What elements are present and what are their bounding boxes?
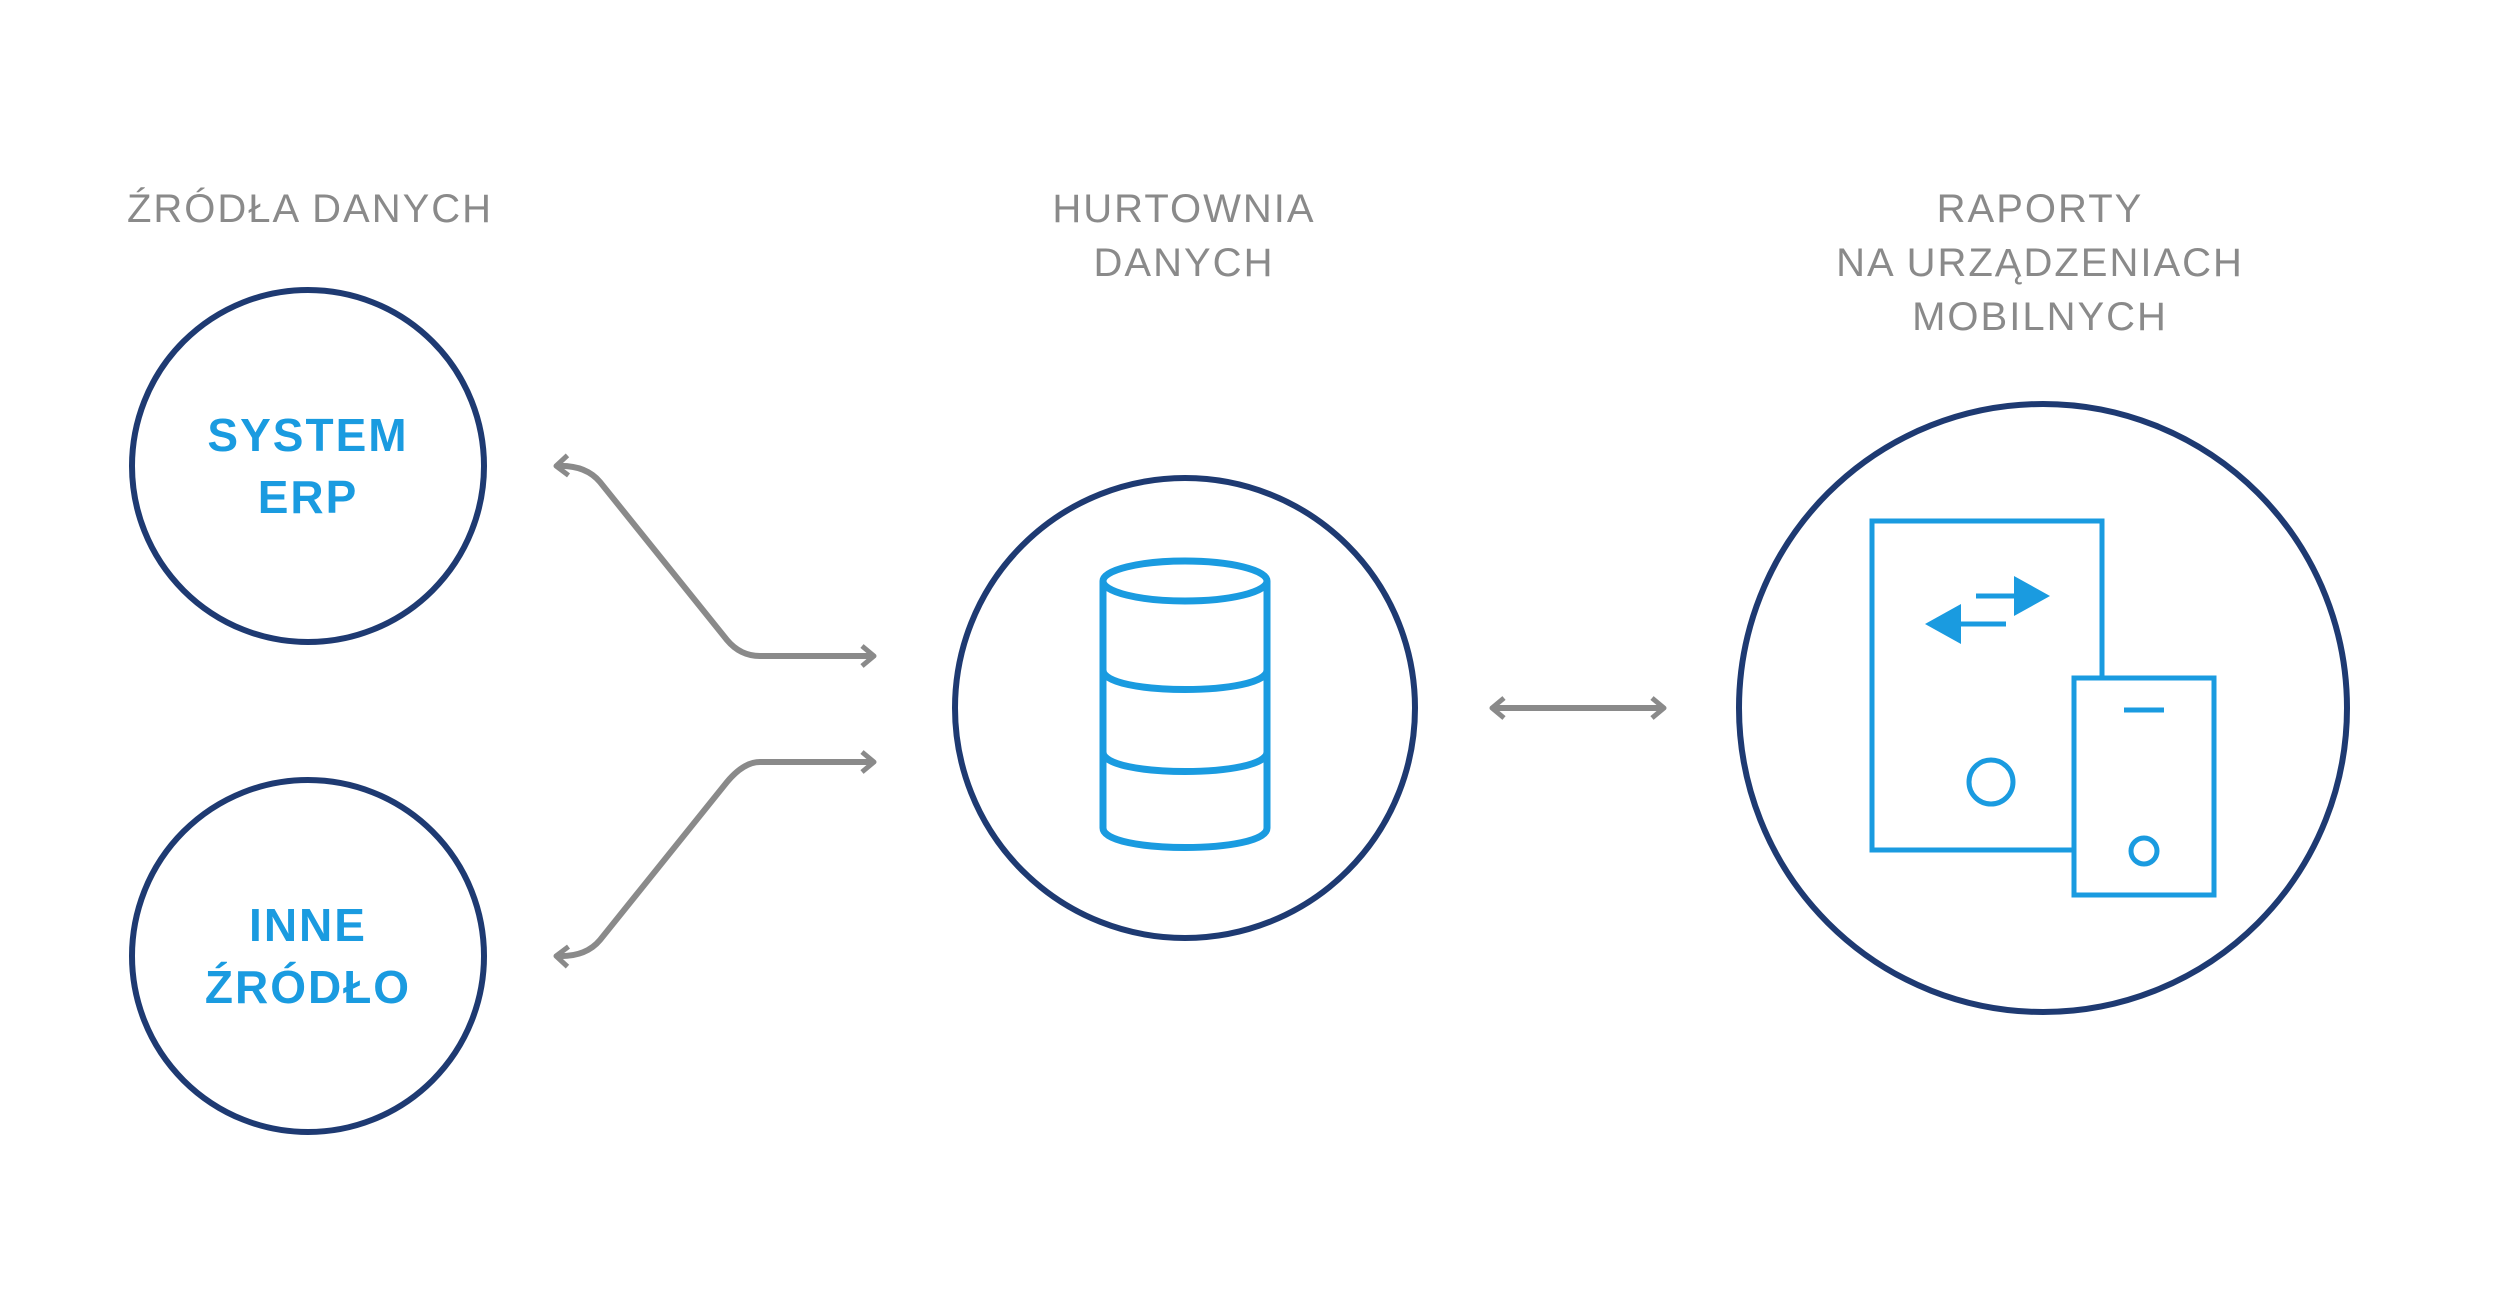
tablet-home-button xyxy=(1966,757,2016,807)
node-label-line: ERP xyxy=(257,471,359,523)
reports-circle xyxy=(1736,401,2350,1015)
label-other-source: INNE ŹRÓDŁO xyxy=(158,894,458,1018)
phone-icon xyxy=(2071,675,2217,898)
heading-line: MOBILNYCH xyxy=(1912,295,2168,339)
heading-data-sources: ŹRÓDŁA DANYCH xyxy=(80,182,540,236)
node-label-line: ŹRÓDŁO xyxy=(204,961,412,1013)
heading-line: ŹRÓDŁA DANYCH xyxy=(126,187,494,231)
node-label-line: INNE xyxy=(249,899,367,951)
heading-line: RAPORTY xyxy=(1936,187,2144,231)
heading-line: HURTOWNIA xyxy=(1052,187,1316,231)
database-icon xyxy=(1099,557,1271,851)
label-system-erp: SYSTEM ERP xyxy=(158,404,458,528)
heading-mobile-reports: RAPORTY NA URZĄDZENIACH MOBILNYCH xyxy=(1770,182,2310,344)
sync-arrows-icon xyxy=(1925,576,2050,644)
other-source-circle xyxy=(129,777,487,1135)
heading-data-warehouse: HURTOWNIA DANYCH xyxy=(934,182,1434,290)
arrow-other-warehouse xyxy=(553,750,877,969)
tablet-icon xyxy=(1869,518,2105,853)
node-label-line: SYSTEM xyxy=(207,409,409,461)
tablet-phone-sync-icon xyxy=(1869,518,2217,898)
heading-line: NA URZĄDZENIACH xyxy=(1836,241,2244,285)
erp-circle xyxy=(129,287,487,645)
phone-home-button xyxy=(2128,835,2160,867)
heading-line: DANYCH xyxy=(1093,241,1275,285)
warehouse-circle xyxy=(952,475,1418,941)
arrow-erp-warehouse xyxy=(553,453,877,668)
